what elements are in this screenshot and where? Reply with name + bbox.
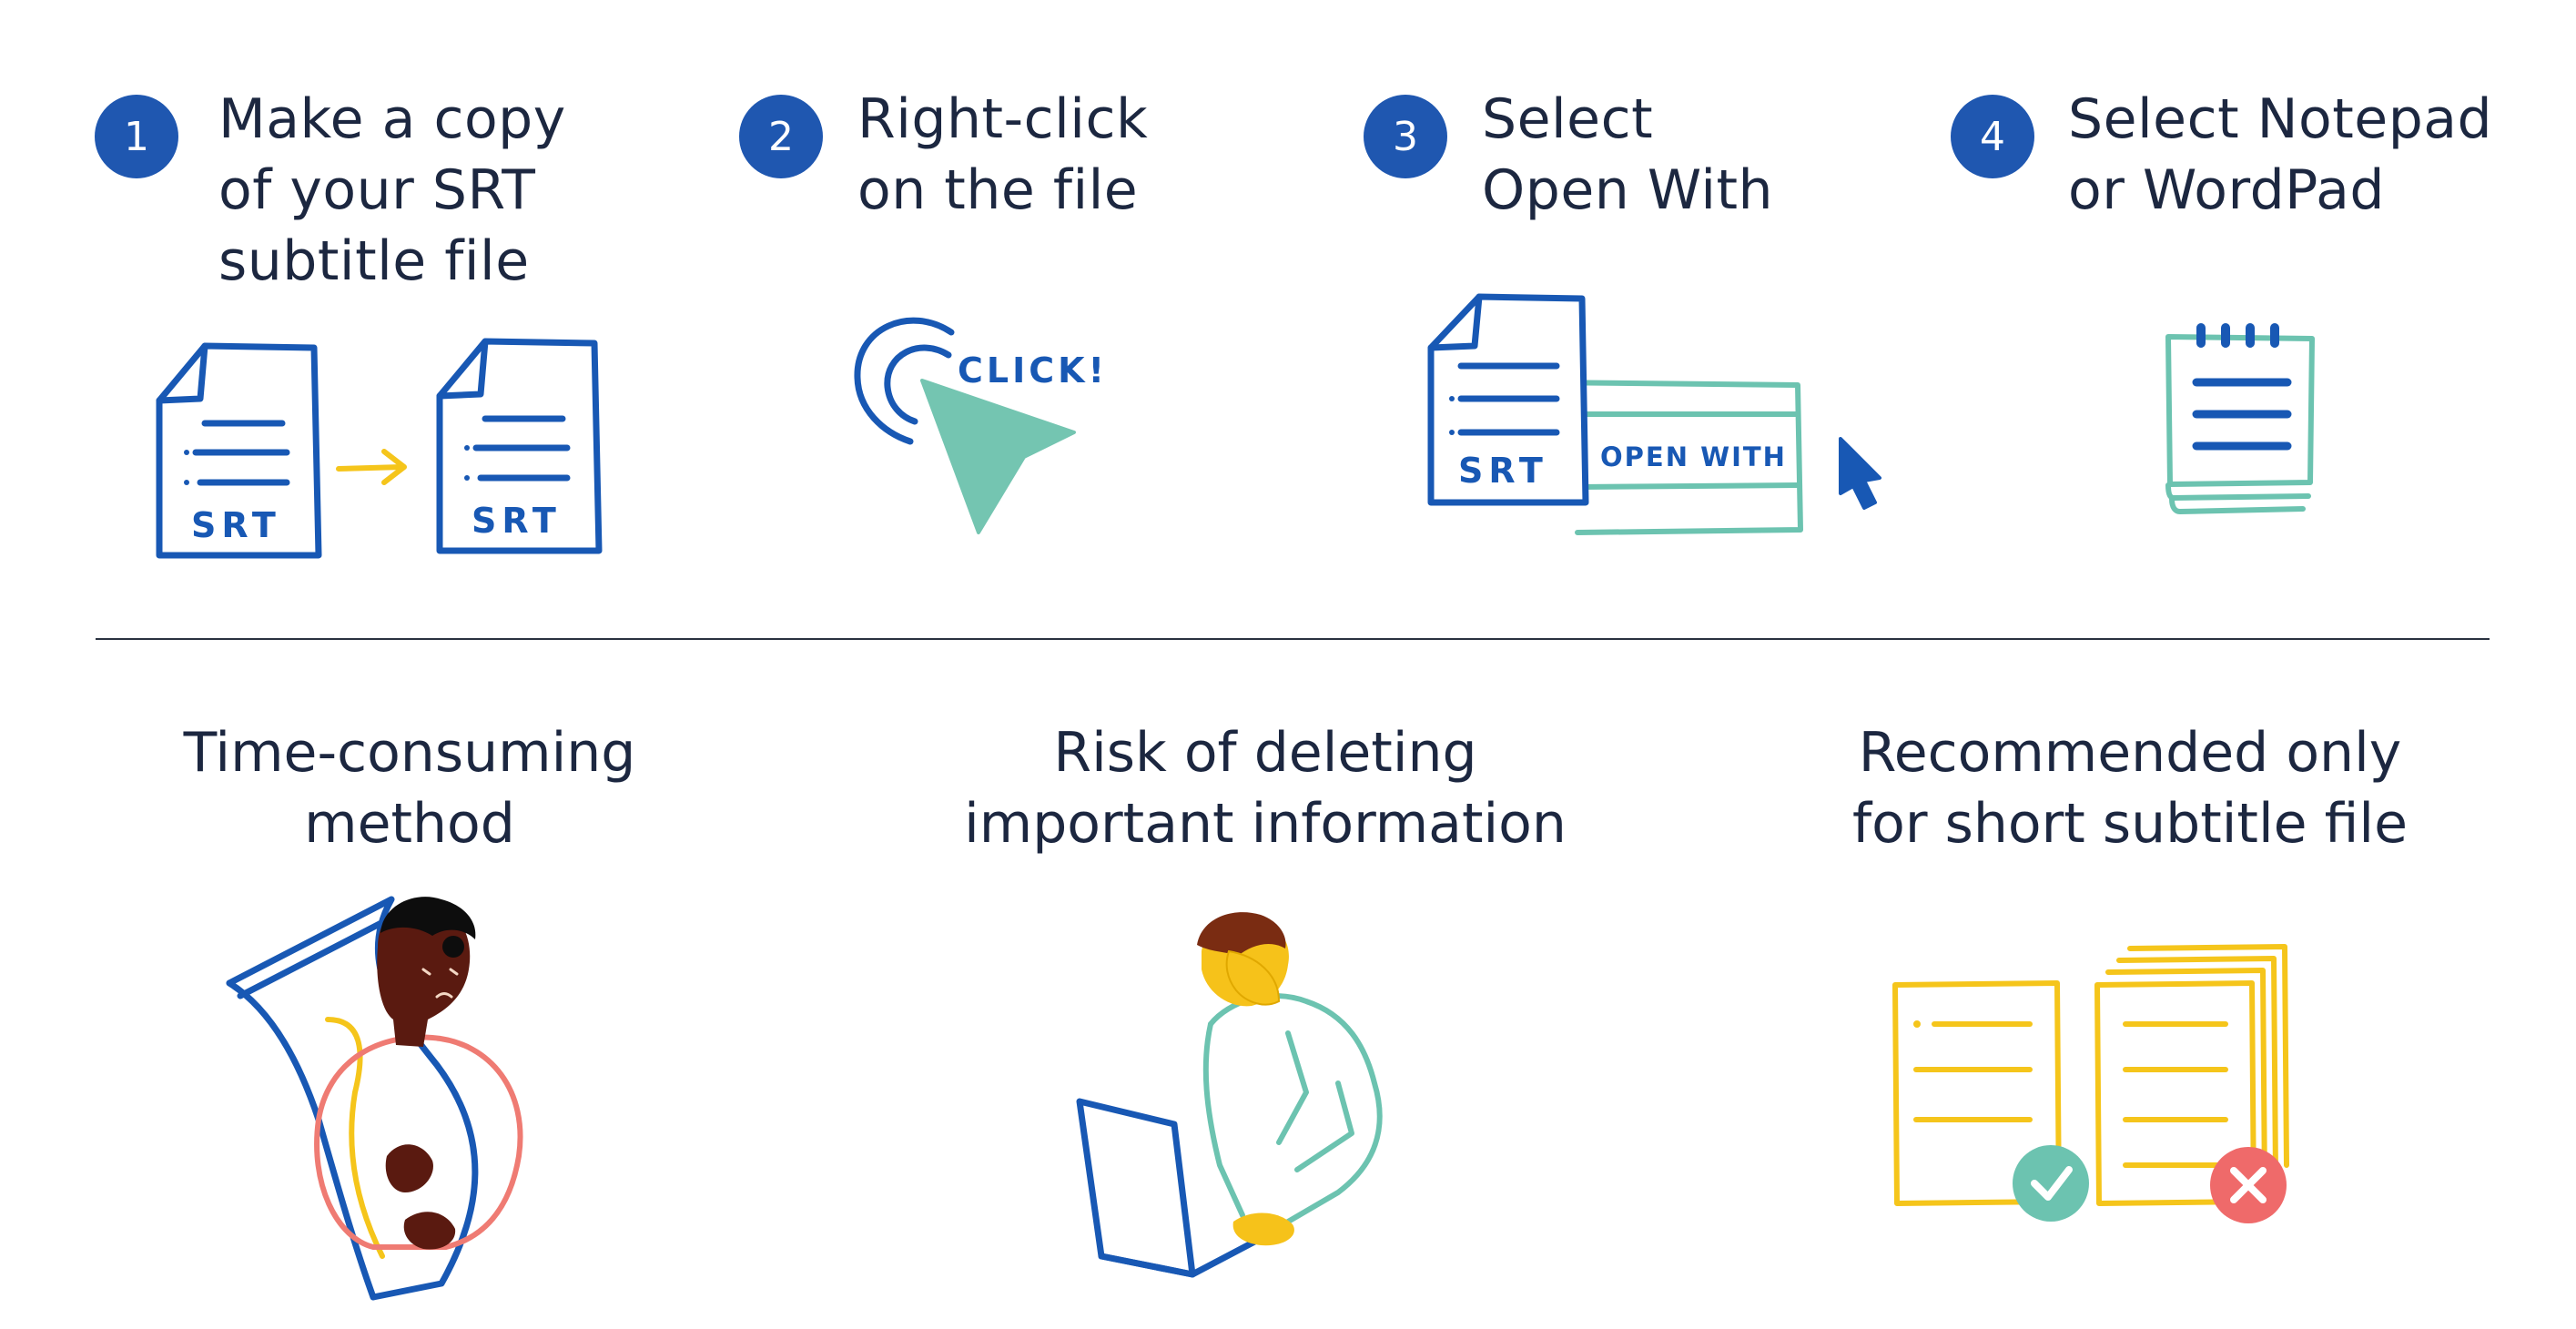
drawback-2-title: Risk of deleting important information — [910, 717, 1620, 859]
step-1-title: Make a copy of your SRT subtitle file — [218, 84, 566, 297]
step-3-number-badge: 3 — [1364, 95, 1447, 178]
drawback-1-title: Time-consuming method — [137, 717, 683, 859]
step-1-number-badge: 1 — [95, 95, 178, 178]
drawback-3-title: Recommended only for short subtitle file — [1793, 717, 2467, 859]
step-1-title-line-2: of your SRT — [218, 158, 536, 222]
srt-label-1: SRT — [191, 505, 281, 545]
step-3-title-line-1: Select — [1482, 87, 1654, 151]
srt-copy-illustration: SRT SRT — [156, 338, 603, 559]
drawback-2-title-line-2: important information — [964, 792, 1567, 856]
click-label: CLICK! — [958, 350, 1108, 391]
step-1-title-line-1: Make a copy — [218, 87, 566, 151]
drawback-3-title-line-2: for short subtitle file — [1852, 792, 2408, 856]
step-2-title-line-1: Right-click — [857, 87, 1149, 151]
mouse-pointer-icon — [1839, 437, 1881, 510]
notepad-icon — [2165, 323, 2315, 514]
short-vs-long-file-illustration — [1892, 944, 2289, 1223]
long-file-stack-icon — [2094, 944, 2289, 1206]
copy-arrow-icon — [336, 449, 407, 485]
step-2-title: Right-click on the file — [857, 84, 1148, 226]
cursor-arrow-icon — [920, 379, 1076, 534]
drawback-1-title-line-2: method — [304, 792, 515, 856]
person-with-hourglass-illustration — [226, 896, 523, 1301]
srt-label-3: SRT — [1458, 451, 1548, 491]
step-4-title: Select Notepad or WordPad — [2068, 84, 2492, 226]
right-click-illustration: CLICK! — [854, 317, 1108, 534]
srt-file-copy-icon: SRT — [436, 338, 603, 554]
cross-icon — [2210, 1147, 2287, 1223]
open-with-menu-icon: OPEN WITH — [1536, 380, 1803, 535]
step-4-number-badge: 4 — [1951, 95, 2034, 178]
stressed-person-at-laptop-illustration — [1076, 912, 1383, 1278]
step-2-number-badge: 2 — [739, 95, 823, 178]
drawback-1-title-line-1: Time-consuming — [183, 721, 636, 785]
drawback-3-title-line-1: Recommended only — [1858, 721, 2402, 785]
step-4-title-line-2: or WordPad — [2068, 158, 2386, 222]
srt-file-icon: SRT — [1427, 293, 1589, 506]
open-with-illustration: OPEN WITH SRT — [1427, 293, 1881, 535]
srt-file-original-icon: SRT — [156, 342, 322, 559]
check-icon — [2013, 1145, 2089, 1222]
open-with-label: OPEN WITH — [1600, 441, 1787, 472]
step-3-title: Select Open With — [1482, 84, 1773, 226]
srt-label-2: SRT — [472, 501, 562, 541]
step-1-title-line-3: subtitle file — [218, 229, 530, 293]
step-2-title-line-2: on the file — [857, 158, 1139, 222]
drawback-2-title-line-1: Risk of deleting — [1053, 721, 1477, 785]
step-3-title-line-2: Open With — [1482, 158, 1774, 222]
step-4-title-line-1: Select Notepad — [2068, 87, 2493, 151]
section-divider — [96, 638, 2490, 640]
